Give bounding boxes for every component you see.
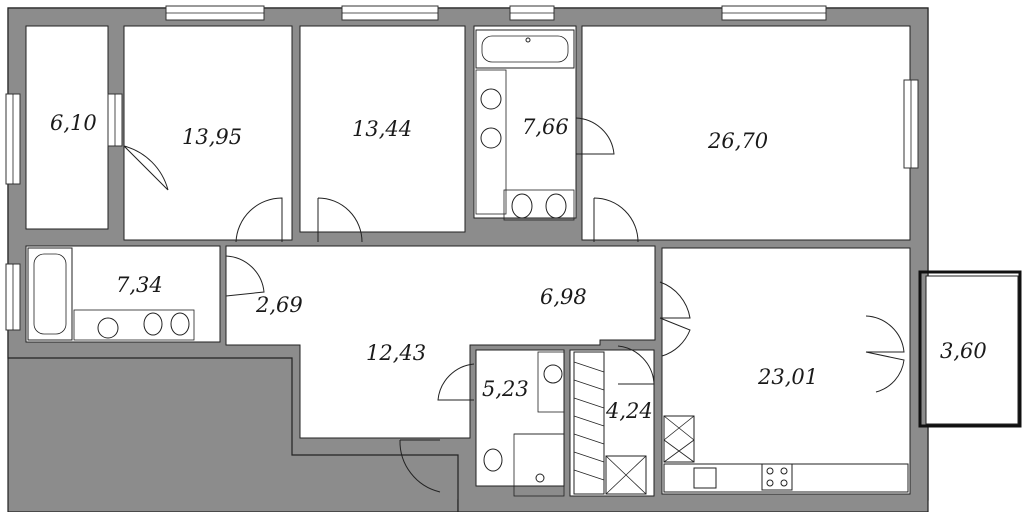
toilet-icon-2 <box>143 312 163 336</box>
toilet-icon-3 <box>483 448 503 472</box>
balcony-outline <box>918 270 1022 428</box>
area-room-a: 6,10 <box>50 111 97 135</box>
door-swing-k <box>617 345 655 385</box>
sink-icon-2 <box>480 127 502 149</box>
door-swing-b <box>123 145 169 191</box>
kitchen-unit-icon <box>663 415 695 463</box>
corridor-floor <box>225 245 656 439</box>
door-swing-d <box>575 117 615 155</box>
bathtub-icon-2 <box>27 247 73 341</box>
sink-icon <box>480 88 502 110</box>
room-e-floor <box>581 25 911 241</box>
area-room-j: 5,23 <box>482 377 529 401</box>
area-room-c: 13,44 <box>352 117 412 141</box>
door-swing-f <box>225 255 265 297</box>
toilet-icon <box>511 193 533 219</box>
bidet-icon <box>545 193 567 219</box>
door-swing-c2 <box>317 197 363 243</box>
room-a-floor <box>25 25 109 230</box>
door-swing-j <box>437 363 475 401</box>
stove-icon <box>761 463 793 491</box>
area-room-i: 12,43 <box>366 341 426 365</box>
area-room-e: 26,70 <box>707 129 768 153</box>
area-room-l: 23,01 <box>757 365 818 389</box>
kitchen-sink-icon <box>693 467 717 489</box>
door-swing-entrance <box>399 439 441 493</box>
area-room-g: 2,69 <box>255 293 303 317</box>
area-room-d: 7,66 <box>522 115 569 139</box>
washer-icon <box>97 317 119 339</box>
room-c-floor <box>299 25 466 233</box>
area-room-h: 6,98 <box>540 285 587 309</box>
area-room-k: 4,24 <box>605 399 653 423</box>
shower-drain-icon <box>535 473 545 483</box>
area-room-m: 3,60 <box>940 339 987 363</box>
bidet-icon-2 <box>170 312 190 336</box>
sink-icon-3 <box>543 364 563 384</box>
door-swing-h <box>659 281 691 357</box>
door-swing-c <box>235 197 283 243</box>
room-b-floor <box>123 25 293 241</box>
area-room-f: 7,34 <box>116 273 163 297</box>
room-m-floor <box>925 275 1019 425</box>
area-room-b: 13,95 <box>182 125 242 149</box>
wardrobe-shelving <box>573 351 647 495</box>
door-swing-m <box>865 315 905 393</box>
door-swing-e <box>593 197 639 243</box>
room-l-floor <box>661 247 911 495</box>
